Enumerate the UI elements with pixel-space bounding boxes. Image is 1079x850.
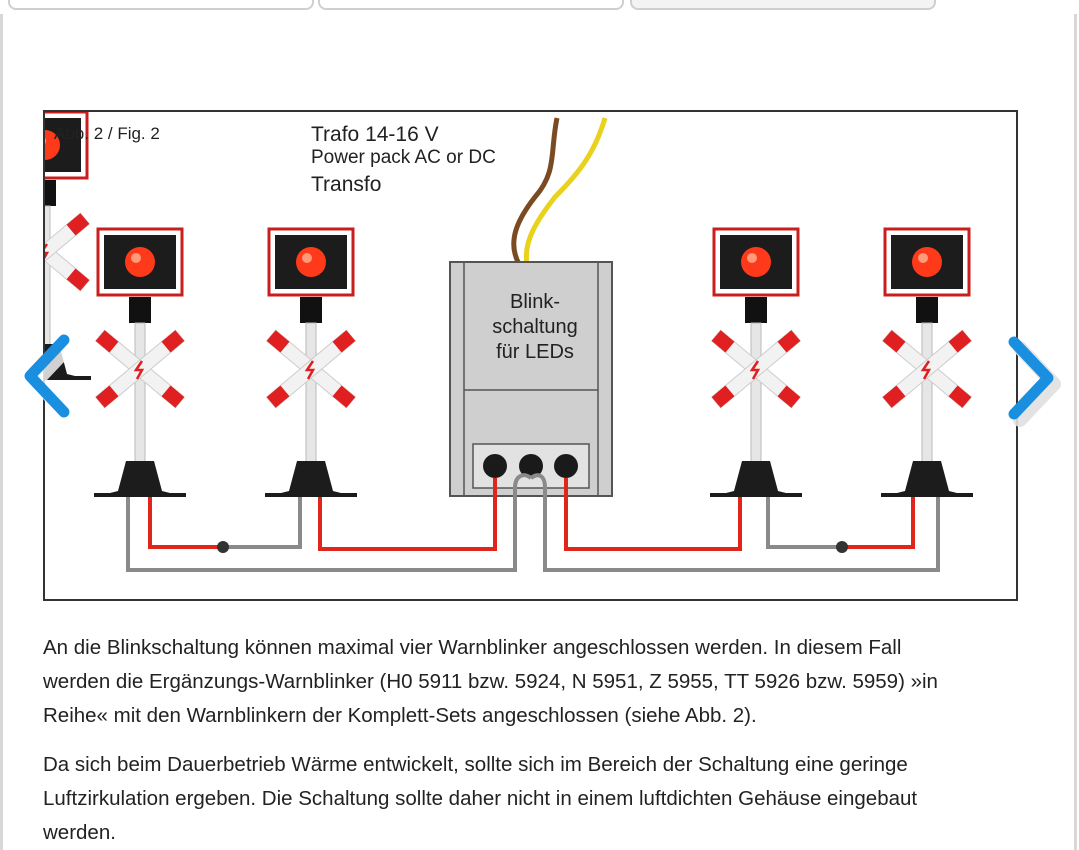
warning-signal-3 — [708, 227, 804, 497]
frame-border-right — [1074, 14, 1077, 850]
terminal-3 — [554, 454, 578, 478]
tab-1[interactable] — [8, 0, 314, 10]
chevron-left-icon — [24, 334, 78, 424]
wire-red-left-main — [318, 478, 497, 551]
terminal-2 — [519, 454, 543, 478]
blink-control-box — [449, 261, 613, 497]
blink-box-label: Blink- schaltung für LEDs — [475, 290, 595, 365]
frame-border-left — [0, 14, 3, 850]
warning-signal-1 — [92, 227, 188, 497]
warning-signal-2 — [263, 227, 359, 497]
wire-red-right-main — [564, 478, 742, 551]
wire-grey-right-return — [529, 473, 940, 572]
box-line-1: Blink- — [509, 291, 560, 313]
wire-red-right-link — [842, 497, 915, 549]
wire-grey-right-link — [766, 497, 842, 549]
figure-label: Abb. 2 / Fig. 2 — [54, 124, 160, 143]
trafo-line-3: Transfo — [311, 172, 382, 196]
wire-grey-left-return — [126, 473, 533, 572]
warning-signal-4 — [879, 227, 975, 497]
terminal-1 — [483, 454, 507, 478]
box-line-3: für LEDs — [496, 341, 574, 363]
trafo-line-2: Power pack AC or DC — [311, 147, 496, 169]
wire-red-left-link — [148, 497, 223, 549]
junction-left — [217, 541, 229, 553]
wiring-diagram-figure: Abb. 2 / Fig. 2 Trafo 14-16 V Power pack… — [43, 110, 1018, 601]
paragraph-heat-info: Da sich beim Dauerbetrieb Wärme entwicke… — [43, 753, 918, 844]
trafo-line-1: Trafo 14-16 V — [311, 123, 439, 146]
carousel-next-button[interactable] — [996, 330, 1066, 430]
box-line-2: schaltung — [492, 316, 578, 338]
wire-grey-left-link — [223, 497, 302, 549]
tab-3[interactable] — [630, 0, 936, 10]
carousel-prev-button[interactable] — [14, 330, 84, 430]
yellow-wire — [523, 117, 608, 265]
paragraph-connection-info: An die Blinkschaltung können maximal vie… — [43, 636, 938, 727]
brown-wire — [511, 117, 560, 266]
power-pack-label: Trafo 14-16 V Power pack AC or DC Transf… — [311, 122, 496, 197]
chevron-right-icon — [1008, 336, 1061, 427]
wiring-diagram — [45, 112, 975, 572]
tab-2[interactable] — [318, 0, 624, 10]
junction-right — [836, 541, 848, 553]
